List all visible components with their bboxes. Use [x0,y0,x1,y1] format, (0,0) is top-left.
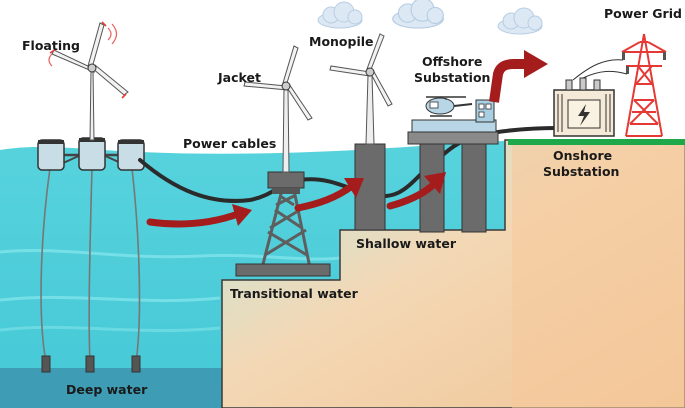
anchor-icon [41,355,141,373]
mooring-lines [40,167,141,363]
offshore-substation [407,96,499,233]
label-offshore-substation-line2: Substation [414,70,490,85]
cloud-icon [497,7,543,35]
power-pylon-icon [621,33,667,137]
wind-turbine-icon [48,21,129,141]
label-offshore-substation-line1: Offshore [422,54,482,69]
onshore-land [512,142,685,408]
label-jacket: Jacket [217,70,261,85]
wind-turbine-icon [329,33,393,145]
label-monopile: Monopile [309,34,374,49]
sea-wave [0,295,221,303]
transformer-icon [553,77,615,137]
label-transitional-water: Transitional water [230,286,359,301]
label-deep-water: Deep water [66,382,148,397]
jacket-platform-deck [272,188,300,194]
sea-wave [0,325,221,333]
label-onshore-substation-line1: Onshore [553,148,612,163]
sea-wave [0,248,341,261]
cloud-icon [392,0,444,29]
power-lines [572,59,628,81]
curved-arrow-icon [386,172,446,210]
curved-arrow-icon [146,204,252,228]
deep-sea-floor [0,368,222,408]
jacket-platform [267,171,305,189]
label-floating: Floating [22,38,80,53]
label-power-cables: Power cables [183,136,276,151]
jacket-base [235,263,331,277]
floating-platform [37,137,145,171]
curved-arrow-icon [294,178,364,212]
wind-turbine-icon [243,45,313,173]
insulator-icon [622,52,666,74]
label-power-grid: Power Grid [604,6,682,21]
cloud-icon [317,1,363,29]
helicopter-icon [425,96,473,117]
label-shallow-water: Shallow water [356,236,457,251]
curved-arrow-icon [489,50,548,103]
label-onshore-substation-line2: Substation [543,164,619,179]
grass-strip [508,139,685,145]
